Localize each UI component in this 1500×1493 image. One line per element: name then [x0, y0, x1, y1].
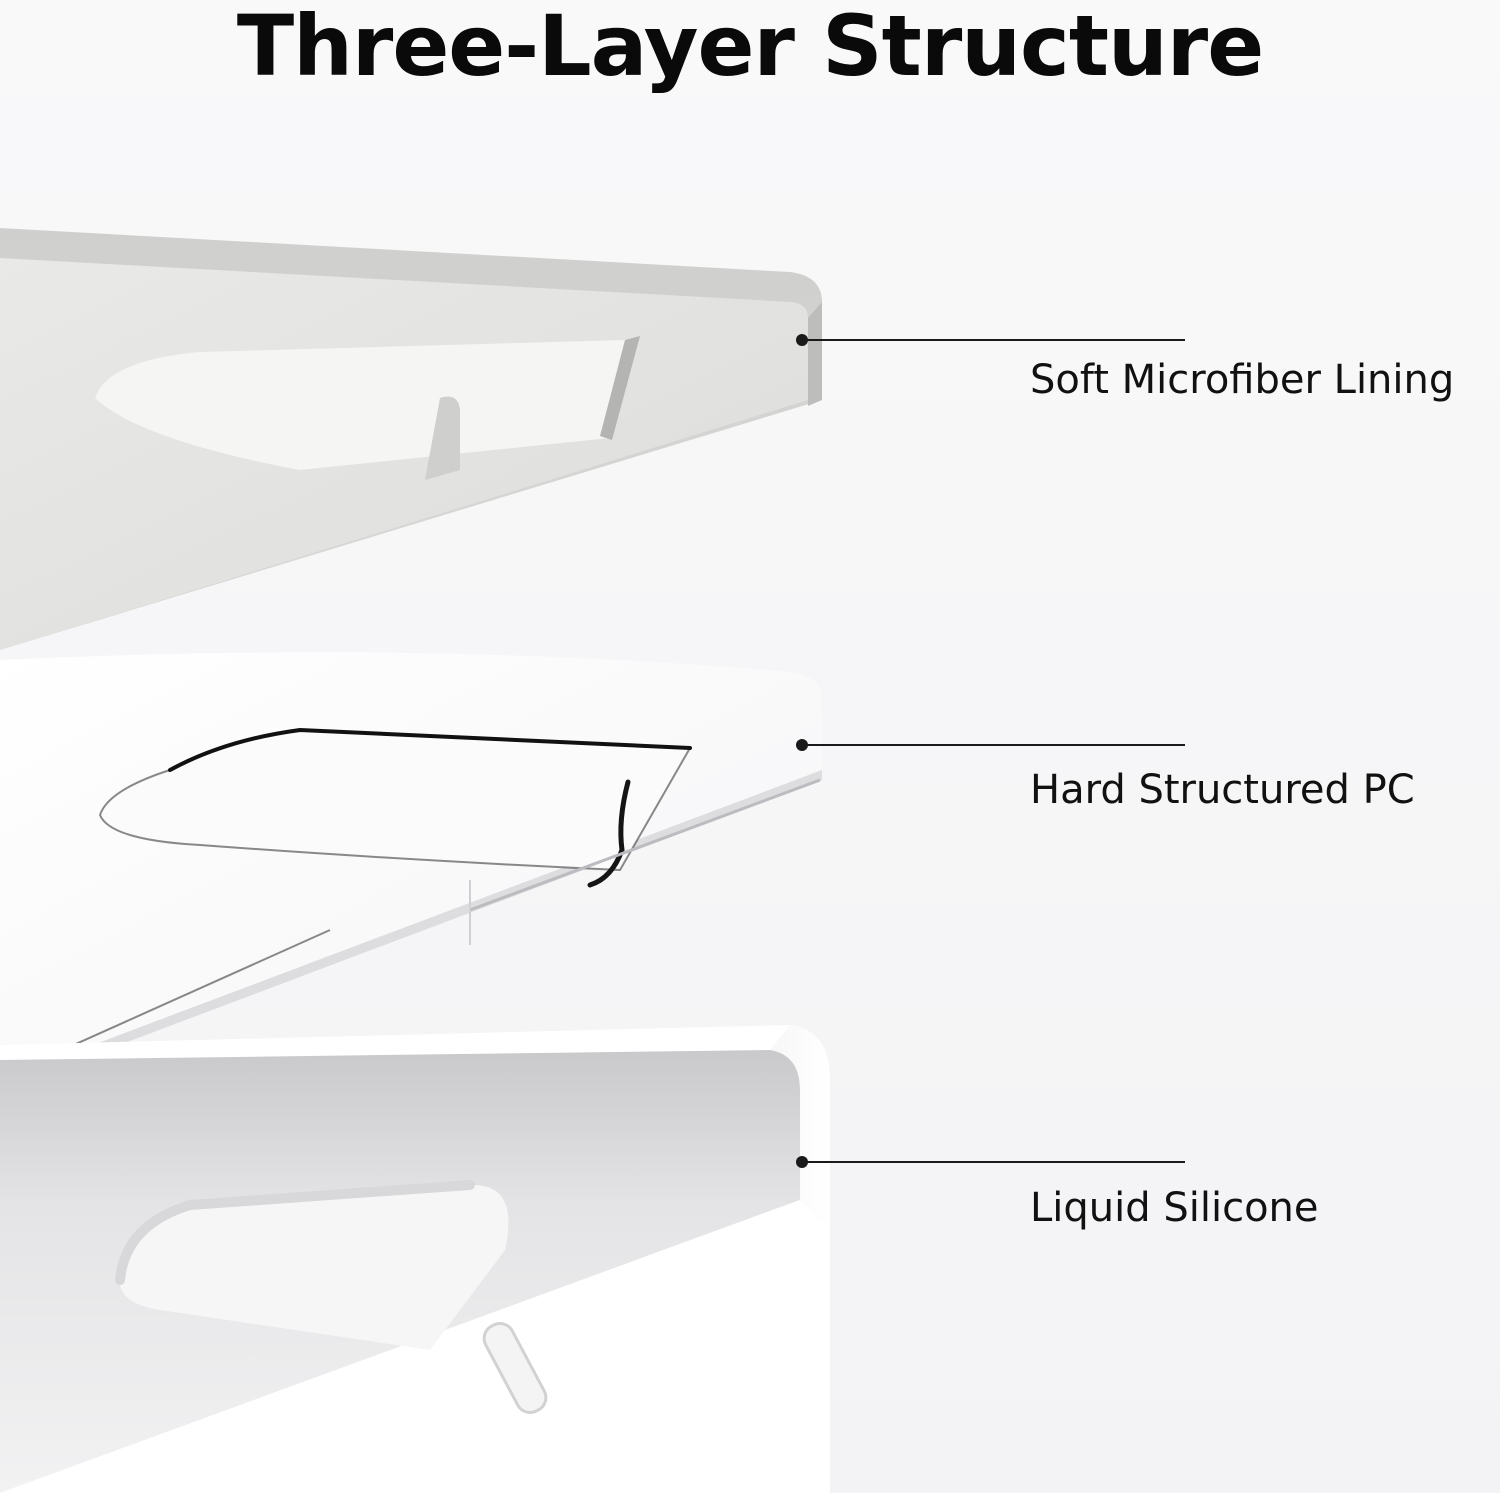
callout-line-silicone: [802, 1161, 1185, 1163]
hard-pc-layer: [0, 652, 822, 1090]
callout-line-lining: [802, 339, 1185, 341]
label-hard-pc: Hard Structured PC: [1030, 767, 1415, 813]
label-liquid-silicone: Liquid Silicone: [1030, 1185, 1319, 1231]
diagram-title: Three-Layer Structure: [236, 0, 1264, 95]
liquid-silicone-layer: [0, 1025, 830, 1493]
label-microfiber-lining: Soft Microfiber Lining: [1030, 357, 1455, 403]
callout-line-pc: [802, 744, 1185, 746]
microfiber-lining-layer: [0, 228, 822, 650]
